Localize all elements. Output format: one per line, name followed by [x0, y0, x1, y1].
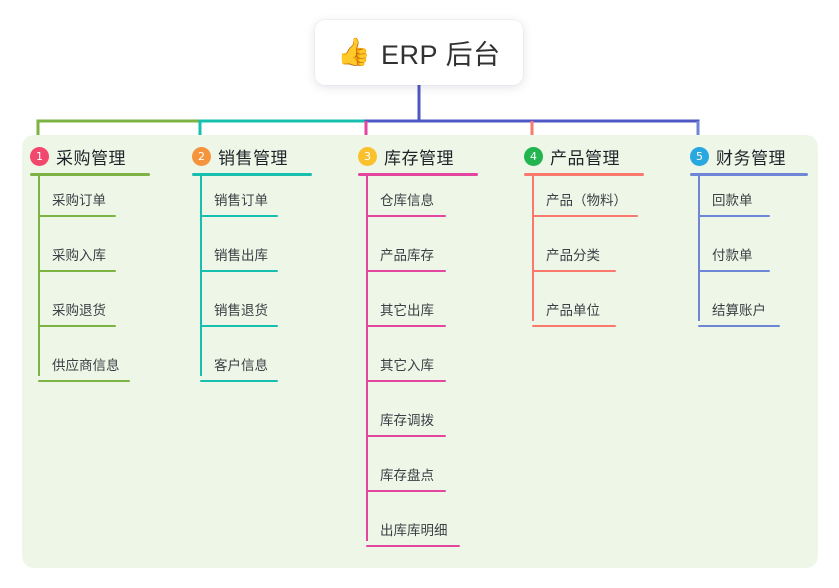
number-badge-icon: 3 [358, 147, 377, 166]
leaf-item-underline [532, 215, 638, 217]
column-underline [30, 173, 150, 176]
leaf-item[interactable]: 采购订单 [38, 189, 116, 217]
leaf-item[interactable]: 库存盘点 [366, 464, 446, 492]
leaf-item[interactable]: 销售订单 [200, 189, 278, 217]
column-title: 销售管理 [218, 149, 288, 168]
leaf-item-label: 销售退货 [214, 303, 268, 318]
column-spine [698, 176, 700, 321]
leaf-item-underline [366, 215, 446, 217]
leaf-item-underline [532, 270, 616, 272]
leaf-item-underline [698, 270, 770, 272]
leaf-item[interactable]: 产品库存 [366, 244, 446, 272]
leaf-item-label: 采购退货 [52, 303, 106, 318]
leaf-item-label: 采购订单 [52, 193, 106, 208]
leaf-item-underline [200, 325, 278, 327]
leaf-item-underline [200, 380, 278, 382]
leaf-item-label: 其它入库 [380, 358, 434, 373]
leaf-item[interactable]: 采购入库 [38, 244, 116, 272]
root-node-erp-backend[interactable]: 👍 ERP 后台 [315, 20, 523, 85]
leaf-item-label: 销售订单 [214, 193, 268, 208]
root-node-label: ERP 后台 [381, 40, 501, 70]
leaf-item-label: 销售出库 [214, 248, 268, 263]
leaf-item[interactable]: 仓库信息 [366, 189, 446, 217]
leaf-item[interactable]: 销售退货 [200, 299, 278, 327]
column-underline [690, 173, 808, 176]
leaf-item[interactable]: 客户信息 [200, 354, 278, 382]
leaf-item-label: 库存调拨 [380, 413, 434, 428]
leaf-item-label: 产品（物料） [546, 193, 627, 208]
leaf-item-label: 其它出库 [380, 303, 434, 318]
leaf-item-label: 产品单位 [546, 303, 600, 318]
leaf-item-underline [366, 545, 460, 547]
leaf-item-underline [366, 325, 446, 327]
leaf-item-underline [532, 325, 616, 327]
column-header-1[interactable]: 1 采购管理 [30, 144, 126, 169]
column-underline [358, 173, 478, 176]
leaf-item-underline [366, 380, 446, 382]
leaf-item-underline [366, 490, 446, 492]
leaf-item-label: 采购入库 [52, 248, 106, 263]
column-title: 采购管理 [56, 149, 126, 168]
column-header-4[interactable]: 4 产品管理 [524, 144, 620, 169]
leaf-item[interactable]: 供应商信息 [38, 354, 130, 382]
column-header-3[interactable]: 3 库存管理 [358, 144, 454, 169]
leaf-item[interactable]: 回款单 [698, 189, 770, 217]
thumbs-up-emoji: 👍 [337, 37, 372, 67]
leaf-item-label: 出库库明细 [380, 523, 448, 538]
column-spine [366, 176, 368, 541]
column-title: 产品管理 [550, 149, 620, 168]
column-underline [192, 173, 312, 176]
column-header-5[interactable]: 5 财务管理 [690, 144, 786, 169]
number-badge-icon: 4 [524, 147, 543, 166]
leaf-item[interactable]: 采购退货 [38, 299, 116, 327]
leaf-item-label: 产品库存 [380, 248, 434, 263]
leaf-item-underline [38, 380, 130, 382]
branch-panel [22, 135, 818, 568]
number-badge-icon: 5 [690, 147, 709, 166]
column-spine [38, 176, 40, 376]
leaf-item-underline [38, 270, 116, 272]
leaf-item-underline [200, 270, 278, 272]
leaf-item-label: 供应商信息 [52, 358, 120, 373]
leaf-item-underline [366, 270, 446, 272]
leaf-item-label: 回款单 [712, 193, 753, 208]
leaf-item[interactable]: 产品（物料） [532, 189, 638, 217]
leaf-item-label: 付款单 [712, 248, 753, 263]
number-badge-icon: 1 [30, 147, 49, 166]
leaf-item[interactable]: 销售出库 [200, 244, 278, 272]
column-spine [200, 176, 202, 376]
leaf-item-label: 产品分类 [546, 248, 600, 263]
leaf-item-label: 客户信息 [214, 358, 268, 373]
leaf-item[interactable]: 出库库明细 [366, 519, 460, 547]
column-header-2[interactable]: 2 销售管理 [192, 144, 288, 169]
leaf-item-underline [200, 215, 278, 217]
column-title: 财务管理 [716, 149, 786, 168]
leaf-item-label: 库存盘点 [380, 468, 434, 483]
column-underline [524, 173, 644, 176]
leaf-item-underline [366, 435, 446, 437]
leaf-item[interactable]: 结算账户 [698, 299, 780, 327]
leaf-item-label: 仓库信息 [380, 193, 434, 208]
column-title: 库存管理 [384, 149, 454, 168]
leaf-item[interactable]: 其它出库 [366, 299, 446, 327]
leaf-item[interactable]: 产品单位 [532, 299, 616, 327]
leaf-item-underline [38, 325, 116, 327]
leaf-item-underline [698, 325, 780, 327]
column-spine [532, 176, 534, 321]
leaf-item[interactable]: 其它入库 [366, 354, 446, 382]
leaf-item-label: 结算账户 [712, 303, 766, 318]
number-badge-icon: 2 [192, 147, 211, 166]
leaf-item-underline [38, 215, 116, 217]
leaf-item[interactable]: 库存调拨 [366, 409, 446, 437]
leaf-item-underline [698, 215, 770, 217]
leaf-item[interactable]: 产品分类 [532, 244, 616, 272]
leaf-item[interactable]: 付款单 [698, 244, 770, 272]
